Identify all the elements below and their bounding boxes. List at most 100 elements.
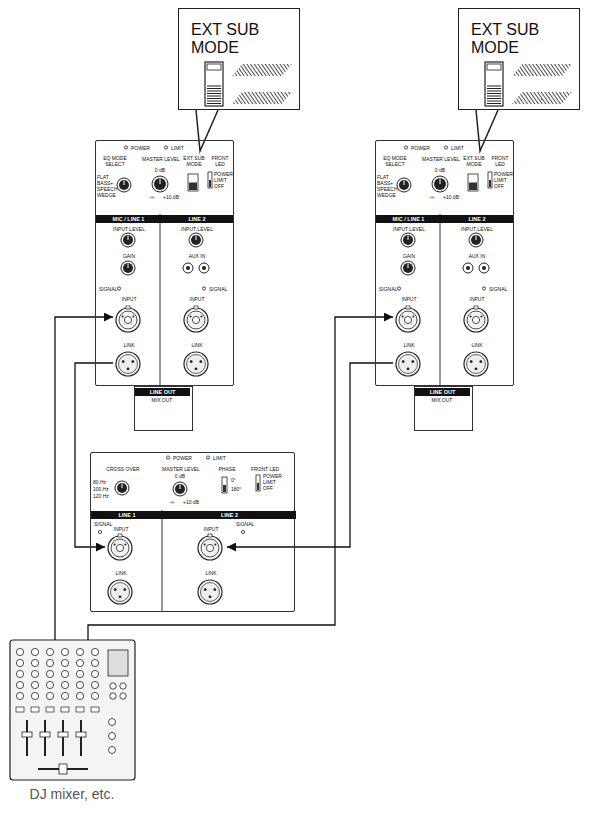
scale-label: 180° — [231, 487, 241, 493]
panel-label: LIMIT — [451, 146, 464, 152]
jack-latch — [126, 306, 130, 309]
panel-label: LINK — [403, 343, 414, 349]
callout-title: EXT SUB MODE — [471, 21, 561, 57]
scale-label: SPEECH — [97, 187, 118, 193]
jack-latch — [406, 306, 410, 309]
switch-grip — [207, 96, 221, 97]
input-jack: INPUT — [105, 525, 137, 569]
switch-grip — [207, 88, 221, 89]
rca-pin — [482, 266, 486, 270]
xlr-jack — [184, 352, 208, 376]
knob-cap — [191, 235, 201, 245]
jack-pin — [470, 315, 472, 317]
mixer-knob — [31, 659, 38, 666]
jack-pin — [114, 588, 117, 591]
input-section: LINE 1SIGNALINPUTLINK — [91, 511, 163, 613]
scale-label: FLAT — [377, 175, 389, 181]
scale-label: 0° — [231, 478, 236, 484]
combo-jack — [464, 308, 488, 332]
mixer-knob — [61, 648, 68, 655]
mixer-knob — [120, 693, 126, 699]
mixer-knob — [76, 692, 83, 699]
switch — [188, 174, 198, 191]
switch-grip — [207, 98, 221, 99]
panel-label: AUX IN — [189, 254, 206, 260]
scale-label: BASS+ — [97, 181, 113, 187]
panel-label: MASTER LEVEL — [422, 157, 460, 163]
knob-cap — [117, 483, 127, 493]
combo-jack-ring — [201, 539, 219, 557]
knob-pointer — [408, 264, 409, 269]
mixer-button — [91, 707, 99, 712]
fader-cap — [40, 732, 50, 737]
scale-label: +10 dB — [183, 500, 199, 506]
switch-slider — [489, 180, 491, 187]
position-mark — [512, 92, 572, 104]
jack-pin — [402, 360, 405, 363]
knob — [117, 178, 131, 192]
rca-jack — [479, 263, 489, 273]
knob — [189, 233, 203, 247]
knob-cap — [154, 178, 166, 190]
section-header: LINE OUT — [415, 388, 470, 396]
led — [482, 287, 485, 290]
callout-box: EXT SUB MODE — [458, 8, 580, 110]
panel-label: SIGNAL — [236, 522, 254, 528]
mixer-knob — [91, 648, 98, 655]
mixer-knob — [46, 670, 53, 677]
switch-body — [205, 62, 223, 106]
position-mark — [232, 64, 292, 76]
mixer-knob — [109, 733, 116, 740]
jack-pin — [119, 595, 122, 598]
input-section: LINE 2SIGNALINPUTLINK — [163, 511, 296, 613]
jack-pin — [411, 360, 414, 363]
panel-label: GAIN — [123, 254, 135, 260]
callout-tail — [476, 110, 498, 151]
knob-cap — [403, 235, 413, 245]
panel-label: SIGNAL — [379, 287, 397, 293]
xlr-jack-face — [187, 355, 206, 374]
scale-label: 0 dB — [155, 168, 165, 174]
scale-label: FLAT — [97, 175, 109, 181]
mixer-knob — [16, 692, 23, 699]
panel-label: SIGNAL — [94, 522, 112, 528]
mixer-knob — [31, 670, 38, 677]
mixer-knob — [91, 659, 98, 666]
combo-jack-hole — [116, 544, 123, 551]
switch-grip — [207, 93, 221, 94]
switch-grip — [207, 103, 221, 104]
switch-grip — [487, 86, 501, 87]
panel-label: MASTER LEVEL — [162, 467, 200, 473]
combo-jack — [116, 308, 140, 332]
led — [124, 146, 127, 149]
scale-label: +10 dB — [163, 195, 179, 201]
knob-cap — [119, 180, 129, 190]
input-jack: INPUT — [195, 525, 227, 569]
mixer-knob — [76, 648, 83, 655]
knob — [121, 261, 135, 275]
input-jack: INPUT — [113, 295, 145, 339]
panel-label: POWER — [173, 456, 192, 462]
xlr-jack-face — [119, 355, 138, 374]
xlr-jack-face — [399, 355, 418, 374]
switch-slot — [207, 64, 221, 70]
xlr-jack — [108, 580, 132, 604]
panel-label: MIX OUT — [432, 398, 453, 404]
jack-latch — [208, 534, 212, 537]
jack-pin — [204, 543, 206, 545]
panel-label: AUX IN — [469, 254, 486, 260]
scale-label: POWER — [214, 172, 233, 178]
mixer-knob — [46, 659, 53, 666]
panel-label: GAIN — [403, 254, 415, 260]
rca-pin — [202, 266, 206, 270]
fader-cap — [22, 732, 32, 737]
knob — [173, 482, 187, 496]
mixer-knob — [46, 692, 53, 699]
led — [166, 456, 169, 459]
knob-pointer — [408, 236, 409, 241]
panel-label: FRONT LED — [209, 156, 231, 167]
panel-label: LIMIT — [213, 456, 226, 462]
line-out-box: LINE OUT MIX OUT — [414, 386, 473, 431]
